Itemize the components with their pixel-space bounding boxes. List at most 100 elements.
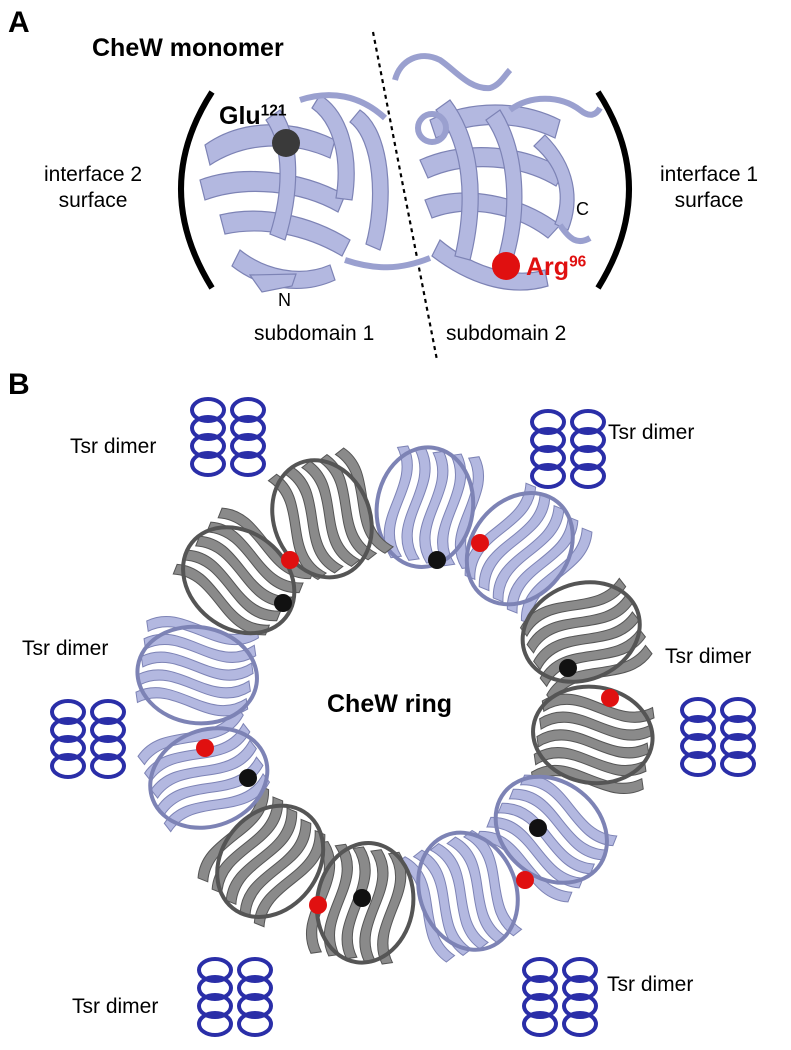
beta-strand (377, 851, 407, 965)
helix-turn (50, 753, 86, 779)
glu-name: Glu (219, 102, 261, 130)
helix-turn (190, 415, 226, 441)
ring-subdomain (197, 784, 326, 928)
interface-2-label: interface 2 surface (18, 162, 168, 214)
helix-turn (190, 433, 226, 459)
beta-strand (150, 739, 257, 799)
beta-strand (172, 563, 271, 636)
beta-strand (478, 493, 551, 592)
beta-strand (497, 802, 596, 875)
beta-strand (539, 627, 647, 688)
beta-strand (143, 722, 251, 783)
ring-subdomain (519, 577, 653, 705)
glu121-marker (428, 551, 446, 569)
helix-turn (90, 699, 126, 725)
helix-turn (562, 957, 598, 983)
beta-strand (463, 829, 523, 937)
panel-b-label: B (8, 368, 30, 401)
helix-turn (720, 715, 756, 741)
interface-2-line1: interface 2 (43, 163, 143, 186)
glu121-sphere (272, 129, 300, 157)
helix-turn (570, 409, 606, 435)
c-terminus-label: C (576, 199, 589, 219)
n-terminus-label: N (278, 290, 291, 310)
beta-strand (323, 843, 353, 957)
tsr-dimers (50, 397, 756, 1037)
helix-turn (230, 415, 266, 441)
arg96-marker (471, 534, 489, 552)
tsr-dimer (680, 697, 756, 777)
beta-strand (519, 577, 627, 637)
right-bracket (595, 90, 632, 290)
beta-strand (464, 482, 537, 581)
arg96-marker (281, 551, 299, 569)
beta-strand (506, 516, 579, 614)
interface-1-label: interface 1 surface (634, 162, 784, 214)
helix-turn (50, 717, 86, 743)
beta-strand (508, 788, 607, 861)
tsr-dimer (530, 409, 606, 489)
helix-turn (197, 1011, 233, 1037)
ribbon-loop (148, 726, 270, 830)
tsr-label-top-left: Tsr dimer (70, 435, 157, 458)
glu121-marker (529, 819, 547, 837)
ring-subdomain (395, 829, 523, 963)
beta-strand (401, 448, 431, 561)
cheW-monomer-title: CheW monomer (92, 34, 284, 62)
helix-turn (680, 733, 716, 759)
ring-subdomain (530, 684, 655, 795)
helix-turn (237, 993, 273, 1019)
ribbon-loop (374, 445, 476, 569)
ribbon-loop (270, 458, 374, 580)
helix-turn (680, 697, 716, 723)
ring-subdomain (135, 615, 260, 726)
beta-strand (437, 453, 467, 567)
helix-turn (530, 409, 566, 435)
helix-turn (230, 397, 266, 423)
beta-strand (533, 611, 640, 671)
arg96-marker (601, 689, 619, 707)
interface-1-line1: interface 1 (659, 163, 759, 186)
beta-strand (317, 453, 378, 561)
ring-subdomain (172, 507, 316, 636)
beta-strand (533, 747, 647, 777)
helix-turn (562, 1011, 598, 1037)
helix-turn (530, 445, 566, 471)
ribbon-loop (520, 580, 642, 684)
arg96-sphere (492, 252, 520, 280)
helix-turn (720, 697, 756, 723)
beta-strand (359, 849, 389, 962)
left-bracket (178, 90, 215, 290)
beta-strand (486, 816, 584, 889)
helix-turn (570, 445, 606, 471)
arg96-label: Arg96 (526, 253, 586, 282)
beta-strand (239, 818, 312, 917)
helix-turn (522, 1011, 558, 1037)
beta-strand (225, 807, 298, 906)
helix-turn (522, 975, 558, 1001)
helix-turn (90, 717, 126, 743)
cheW-ring (135, 445, 655, 965)
helix-turn (90, 753, 126, 779)
helix-turn (237, 975, 273, 1001)
tsr-label-bottom-left: Tsr dimer (72, 995, 159, 1018)
beta-strand (519, 774, 618, 847)
beta-strand (536, 729, 650, 759)
beta-strand (143, 633, 257, 663)
beta-strand (138, 669, 251, 699)
beta-strand (301, 460, 361, 567)
helix-turn (190, 397, 226, 423)
helix-turn (230, 451, 266, 477)
beta-strand (526, 594, 633, 654)
helix-turn (50, 699, 86, 725)
helix-turn (197, 975, 233, 1001)
ribbon-loop (531, 684, 655, 786)
helix-turn (720, 751, 756, 777)
beta-strand (446, 836, 506, 943)
helix-turn (562, 993, 598, 1019)
glu121-label: Glu121 (219, 102, 287, 131)
interface-2-line2: surface (58, 189, 128, 212)
panel-a-label: A (8, 6, 30, 39)
beta-strand (539, 711, 652, 741)
